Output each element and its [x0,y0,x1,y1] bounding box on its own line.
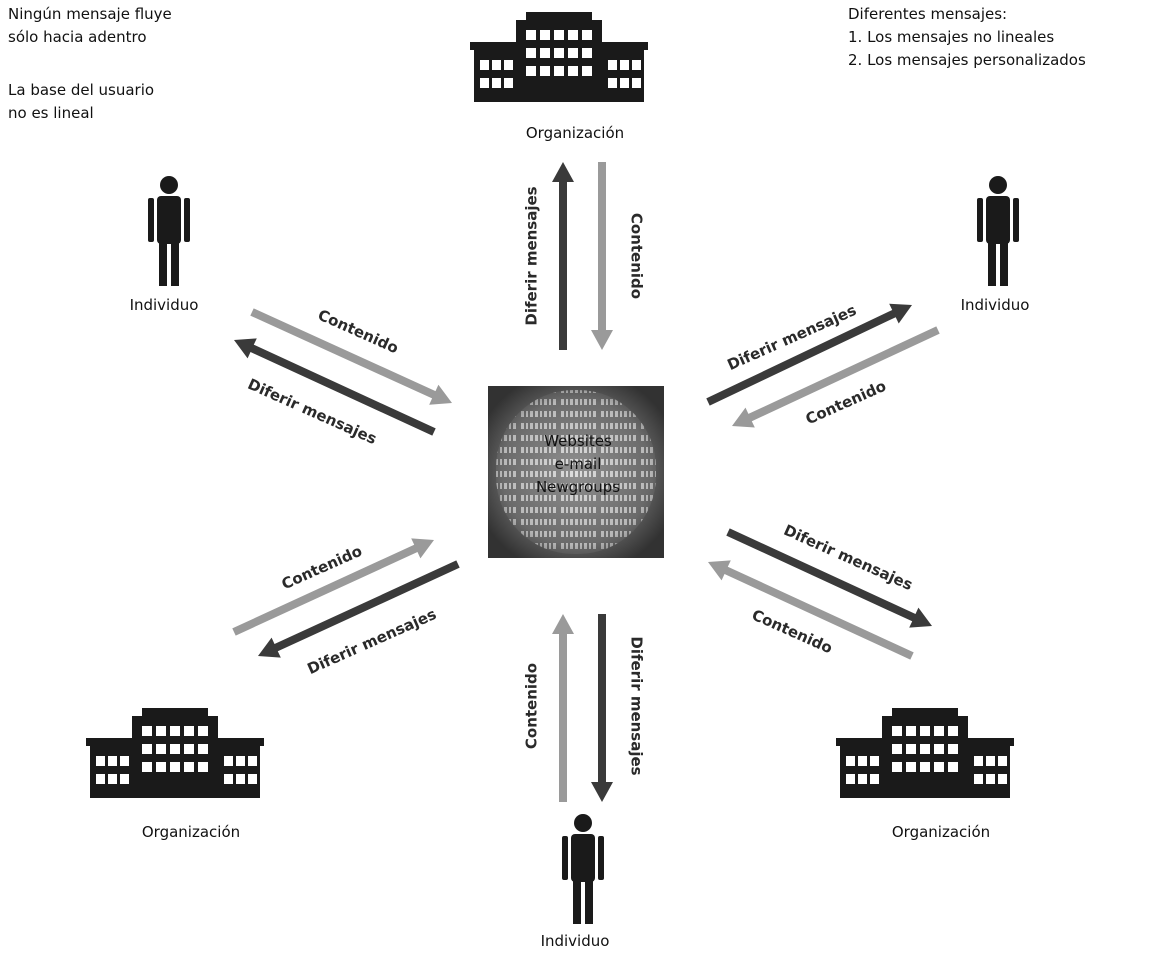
center-label-newsgroups: Newgroups [535,478,621,496]
center-label-email: e-mail [554,455,602,473]
arrow-bottom-contenido-label: Contenido [523,663,541,749]
arrow-ll-diferir-label: Diferir mensajes [305,605,440,678]
arrow-top-contenido-label: Contenido [628,213,646,299]
arrow-bottom-diferir-label: Diferir mensajes [628,636,646,775]
arrow-ll-contenido-shape [232,538,434,636]
label-org-bottom-left: Organización [141,823,241,841]
arrow-ul-diferir-label: Diferir mensajes [245,375,380,448]
building-icon-top [470,12,648,102]
arrow-bottom-contenido-shape [552,614,574,802]
person-icon-right [977,176,1019,286]
person-icon-left [148,176,190,286]
note-top-right-3: 2. Los mensajes personalizados [848,51,1086,69]
note-top-left-2: sólo hacia adentro [8,28,147,46]
arrow-lr-diferir-shape [726,528,932,628]
center-label: Websites e-mail Newgroups [508,430,648,499]
label-individuo-bottom: Individuo [540,932,610,950]
center-label-websites: Websites [544,432,612,450]
arrow-top-diferir-label: Diferir mensajes [523,186,541,325]
building-icon-bottom-left [86,708,264,798]
arrow-ll-contenido-label: Contenido [279,542,365,594]
arrow-top-diferir: Diferir mensajes [523,162,574,350]
arrow-ll-diferir-shape [258,560,460,658]
building-icon-bottom-right [836,708,1014,798]
arrow-ul-contenido-shape [250,308,452,405]
label-org-bottom-right: Organización [891,823,991,841]
arrow-bottom-contenido: Contenido [523,614,574,802]
note-top-left-3: La base del usuario [8,81,155,99]
note-top-left-4: no es lineal [8,104,94,122]
note-top-left-1: Ningún mensaje fluye [8,5,172,23]
label-individuo-left: Individuo [129,296,199,314]
arrow-lr-contenido-shape [708,560,914,660]
arrow-ul-diferir: Diferir mensajes [234,338,436,448]
label-org-top: Organización [525,124,625,142]
arrow-ul-diferir-shape [234,338,436,436]
note-top-right-2: 1. Los mensajes no lineales [848,28,1055,46]
arrow-top-diferir-shape [552,162,574,350]
arrow-top-contenido: Contenido [591,162,646,350]
note-top-right-1: Diferentes mensajes: [848,5,1008,23]
arrow-top-contenido-shape [591,162,613,350]
arrow-bottom-diferir-shape [591,614,613,802]
arrow-bottom-diferir: Diferir mensajes [591,614,646,802]
person-icon-bottom [562,814,604,924]
arrow-ur-diferir-shape [706,303,912,406]
label-individuo-right: Individuo [960,296,1030,314]
internet-globe-icon [488,386,664,558]
arrow-ur-contenido-shape [732,326,940,428]
